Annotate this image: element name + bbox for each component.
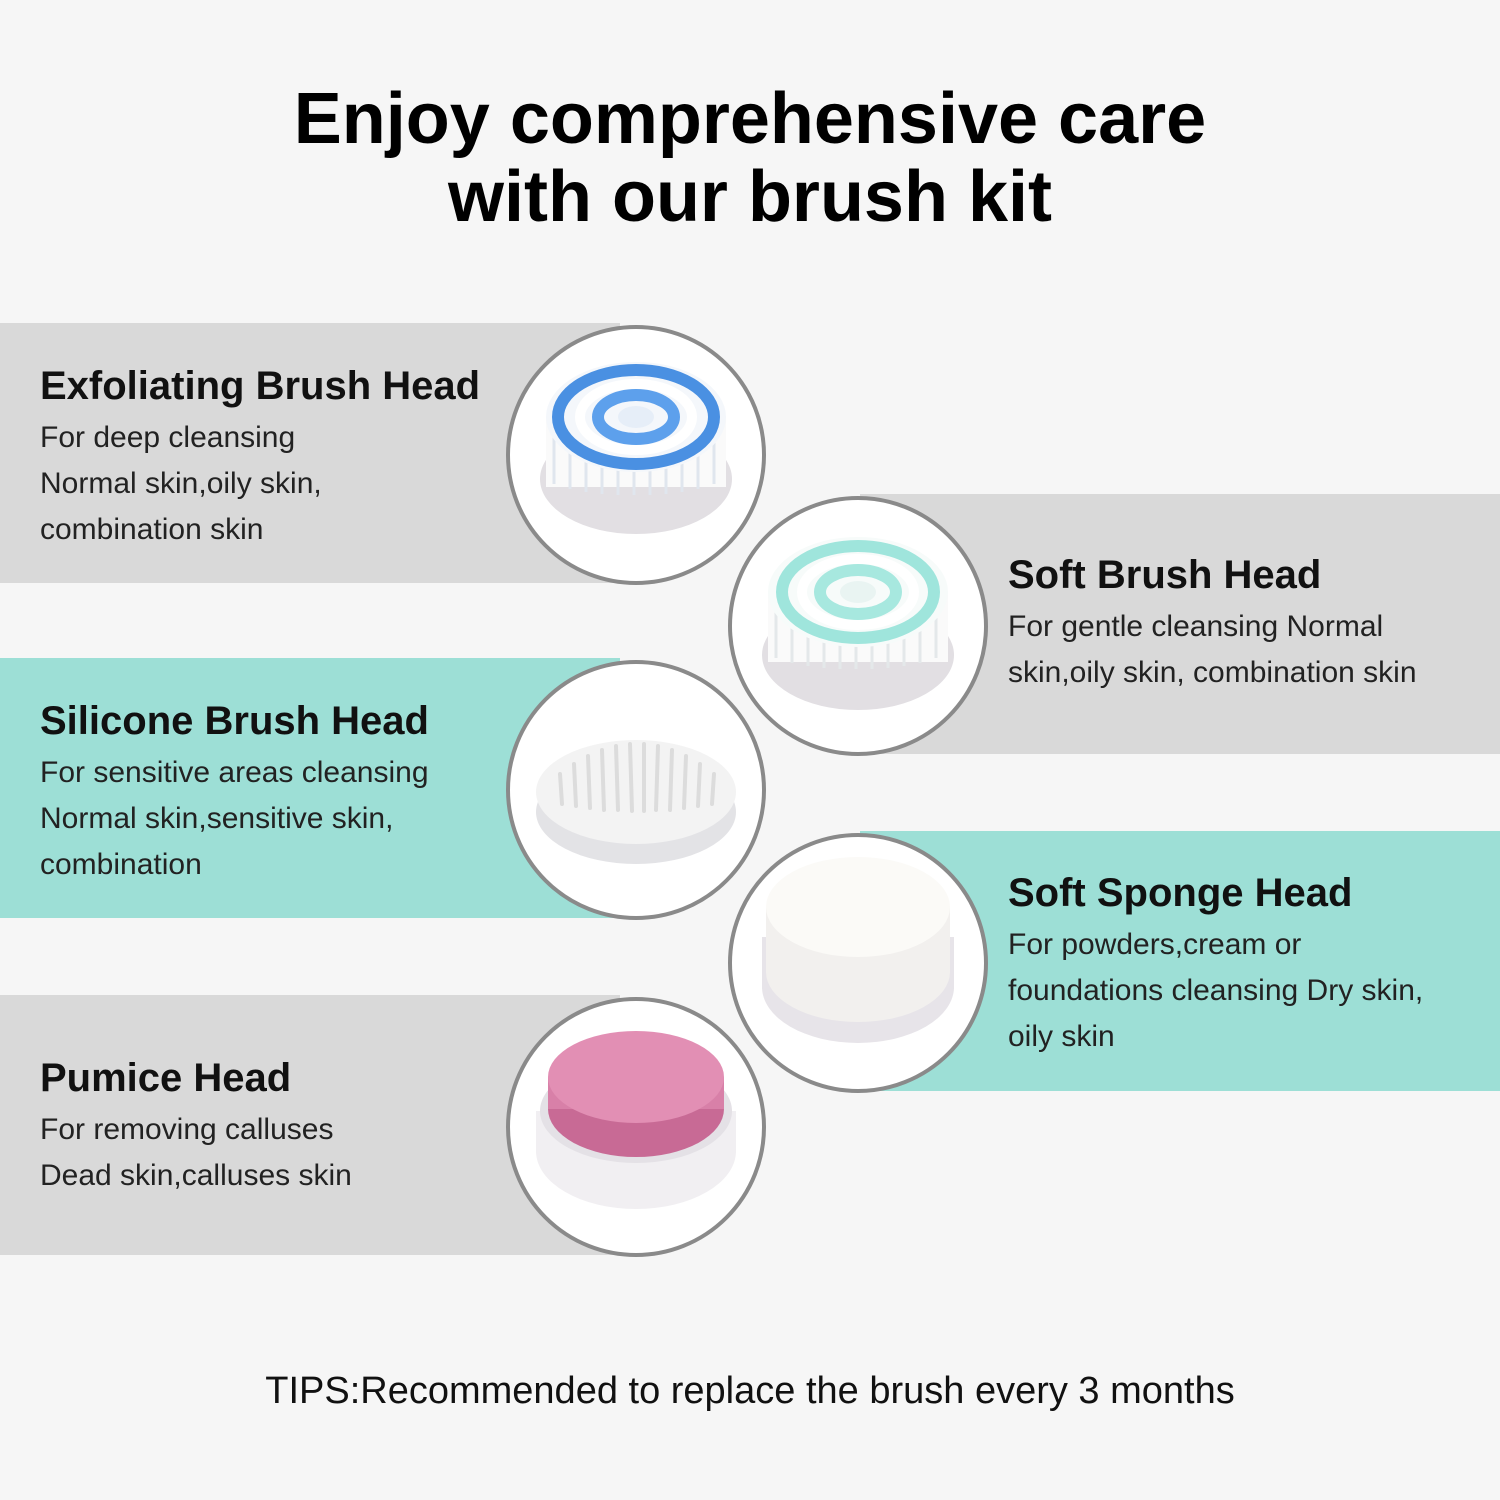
page-title: Enjoy comprehensive care with our brush … — [0, 80, 1500, 236]
soft-brush-section: Soft Brush Head For gentle cleansing Nor… — [1008, 552, 1417, 696]
tips-text: TIPS:Recommended to replace the brush ev… — [265, 1370, 1235, 1412]
sponge-line-1: For powders,cream or — [1008, 928, 1302, 961]
exfoliating-heading: Exfoliating Brush Head — [40, 364, 481, 408]
silicone-section: Silicone Brush Head For sensitive areas … — [40, 698, 429, 888]
sponge-description: For powders,cream or foundations cleansi… — [1008, 922, 1423, 1060]
silicone-brush-icon — [506, 660, 766, 920]
exfoliating-line-3: combination skin — [40, 513, 264, 546]
sponge-section: Soft Sponge Head For powders,cream or fo… — [1008, 870, 1423, 1060]
soft-brush-description: For gentle cleansing Normal skin,oily sk… — [1008, 604, 1417, 696]
soft-brush-icon — [728, 496, 988, 756]
sponge-heading: Soft Sponge Head — [1008, 871, 1353, 915]
silicone-line-3: combination — [40, 848, 202, 881]
exfoliating-line-2: Normal skin,oily skin, — [40, 467, 322, 500]
exfoliating-line-1: For deep cleansing — [40, 421, 296, 454]
silicone-line-1: For sensitive areas cleansing — [40, 756, 429, 789]
sponge-line-3: oily skin — [1008, 1020, 1115, 1053]
pumice-line-1: For removing calluses — [40, 1113, 334, 1146]
soft-brush-line-2: skin,oily skin, combination skin — [1008, 656, 1417, 689]
silicone-line-2: Normal skin,sensitive skin, — [40, 802, 394, 835]
pumice-heading: Pumice Head — [40, 1056, 292, 1100]
sponge-head-icon — [728, 833, 988, 1093]
exfoliating-description: For deep cleansing Normal skin,oily skin… — [40, 415, 480, 553]
pumice-line-2: Dead skin,calluses skin — [40, 1159, 352, 1192]
silicone-description: For sensitive areas cleansing Normal ski… — [40, 750, 429, 888]
silicone-heading: Silicone Brush Head — [40, 699, 429, 743]
exfoliating-section: Exfoliating Brush Head For deep cleansin… — [40, 363, 480, 553]
soft-brush-line-1: For gentle cleansing Normal — [1008, 610, 1384, 643]
exfoliating-brush-icon — [506, 325, 766, 585]
sponge-line-2: foundations cleansing Dry skin, — [1008, 974, 1424, 1007]
title-line-1: Enjoy comprehensive care — [293, 79, 1207, 159]
pumice-section: Pumice Head For removing calluses Dead s… — [40, 1055, 352, 1199]
soft-brush-heading: Soft Brush Head — [1008, 553, 1322, 597]
title-line-2: with our brush kit — [448, 157, 1052, 237]
pumice-description: For removing calluses Dead skin,calluses… — [40, 1107, 352, 1199]
pumice-head-icon — [506, 997, 766, 1257]
